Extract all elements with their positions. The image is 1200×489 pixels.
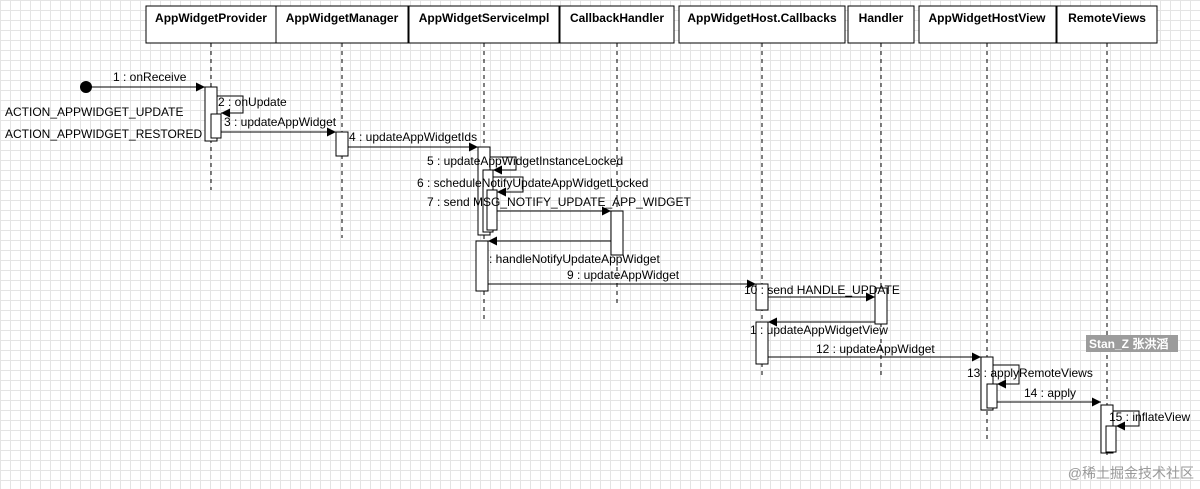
activation-hostview-apply xyxy=(986,383,998,409)
participant-appwidgetprovider: AppWidgetProvider xyxy=(145,5,278,44)
activation-callbackhandler xyxy=(610,210,624,256)
arrow-15-inflateview xyxy=(1113,410,1140,431)
label-4: 4 : updateAppWidgetIds xyxy=(349,130,477,144)
label-10: 10 : send HANDLE_UPDATE xyxy=(744,283,900,297)
start-node xyxy=(80,81,92,93)
arrow-2-onupdate xyxy=(217,95,244,118)
svg-text:AppWidgetProvider: AppWidgetProvider xyxy=(155,11,267,25)
label-8: : handleNotifyUpdateAppWidget xyxy=(489,252,660,266)
participant-appwidgethost-callbacks: AppWidgetHost.Callbacks xyxy=(678,5,846,44)
label-13: 13 : applyRemoteViews xyxy=(967,366,1093,380)
participant-remoteviews: RemoteViews xyxy=(1056,5,1158,44)
intent-actions: ACTION_APPWIDGET_UPDATE ACTION_APPWIDGET… xyxy=(5,105,202,141)
lifelines xyxy=(210,43,1108,458)
activation-callbacks-view xyxy=(755,321,769,365)
note-action-update: ACTION_APPWIDGET_UPDATE xyxy=(5,105,183,119)
label-3: 3 : updateAppWidget xyxy=(224,115,337,129)
site-watermark: @稀土掘金技术社区 xyxy=(1068,465,1194,481)
svg-text:CallbackHandler: CallbackHandler xyxy=(570,11,664,25)
participant-handler: Handler xyxy=(847,5,915,44)
author-watermark: Stan_Z 张洪滔 xyxy=(1086,335,1178,352)
label-7: 7 : send MSG_NOTIFY_UPDATE_APP_WIDGET xyxy=(427,195,692,209)
activations xyxy=(204,86,1117,454)
activation-manager xyxy=(335,131,349,157)
svg-text:AppWidgetHostView: AppWidgetHostView xyxy=(928,11,1046,25)
label-1: 1 : onReceive xyxy=(113,70,187,84)
participant-appwidgetmanager: AppWidgetManager xyxy=(275,5,409,44)
label-15: 15 : inflateView xyxy=(1109,410,1190,424)
svg-text:AppWidgetServiceImpl: AppWidgetServiceImpl xyxy=(419,11,550,25)
arrow-6-schedule xyxy=(493,176,524,197)
note-action-restored: ACTION_APPWIDGET_RESTORED xyxy=(5,127,202,141)
participant-appwidgetserviceimpl: AppWidgetServiceImpl xyxy=(408,5,560,44)
activation-service-handle xyxy=(475,240,489,292)
message-arrows xyxy=(86,82,1140,431)
svg-text:AppWidgetHost.Callbacks: AppWidgetHost.Callbacks xyxy=(687,11,837,25)
svg-text:Handler: Handler xyxy=(859,11,904,25)
label-5: 5 : updateAppWidgetInstanceLocked xyxy=(427,154,623,168)
svg-text:RemoteViews: RemoteViews xyxy=(1068,11,1146,25)
arrow-13-applyremoteviews xyxy=(993,364,1020,389)
activation-provider-onupdate xyxy=(210,113,222,139)
label-12: 12 : updateAppWidget xyxy=(816,342,935,356)
label-6: 6 : scheduleNotifyUpdateAppWidgetLocked xyxy=(417,176,648,190)
activation-handler xyxy=(874,287,888,325)
label-9: 9 : updateAppWidget xyxy=(567,268,680,282)
activation-service-schedule xyxy=(486,189,498,231)
label-2: 2 : onUpdate xyxy=(218,95,287,109)
activation-remoteviews-inflate xyxy=(1105,425,1117,453)
participant-callbackhandler: CallbackHandler xyxy=(559,5,675,44)
svg-text:Stan_Z 张洪滔: Stan_Z 张洪滔 xyxy=(1089,336,1168,351)
message-labels: 1 : onReceive 2 : onUpdate 3 : updateApp… xyxy=(113,70,1190,424)
label-14: 14 : apply xyxy=(1024,386,1076,400)
label-11: 1 : updateAppWidgetView xyxy=(750,323,888,337)
participant-appwidgethostview: AppWidgetHostView xyxy=(918,5,1057,44)
svg-text:AppWidgetManager: AppWidgetManager xyxy=(286,11,399,25)
arrow-5-instance xyxy=(490,156,517,175)
